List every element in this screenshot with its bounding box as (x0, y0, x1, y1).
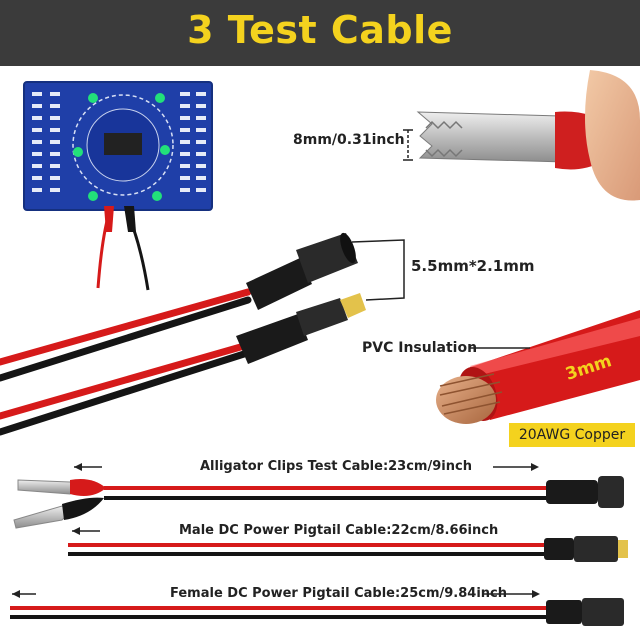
wire-cross-section (436, 310, 640, 424)
dc-size-label: 5.5mm*2.1mm (411, 257, 535, 275)
pcb-board (23, 81, 213, 291)
clip-size-label: 8mm/0.31inch (293, 132, 405, 148)
alligator-clip-closeup (403, 70, 640, 201)
cable-1-label: Alligator Clips Test Cable:23cm/9inch (200, 459, 472, 474)
cable-1-alligator (13, 463, 624, 529)
cable-2-male-dc (68, 527, 628, 562)
cable-3-female-dc (10, 590, 624, 626)
title-banner: 3 Test Cable (0, 0, 640, 66)
product-illustration (0, 70, 640, 626)
dc-connector-pair (0, 232, 405, 436)
cable-2-label: Male DC Power Pigtail Cable:22cm/8.66inc… (179, 523, 499, 538)
insulation-label: PVC Insulation (362, 340, 478, 356)
banner-title: 3 Test Cable (187, 8, 453, 52)
cable-3-label: Female DC Power Pigtail Cable:25cm/9.84i… (170, 586, 508, 601)
copper-tag: 20AWG Copper (509, 423, 635, 447)
